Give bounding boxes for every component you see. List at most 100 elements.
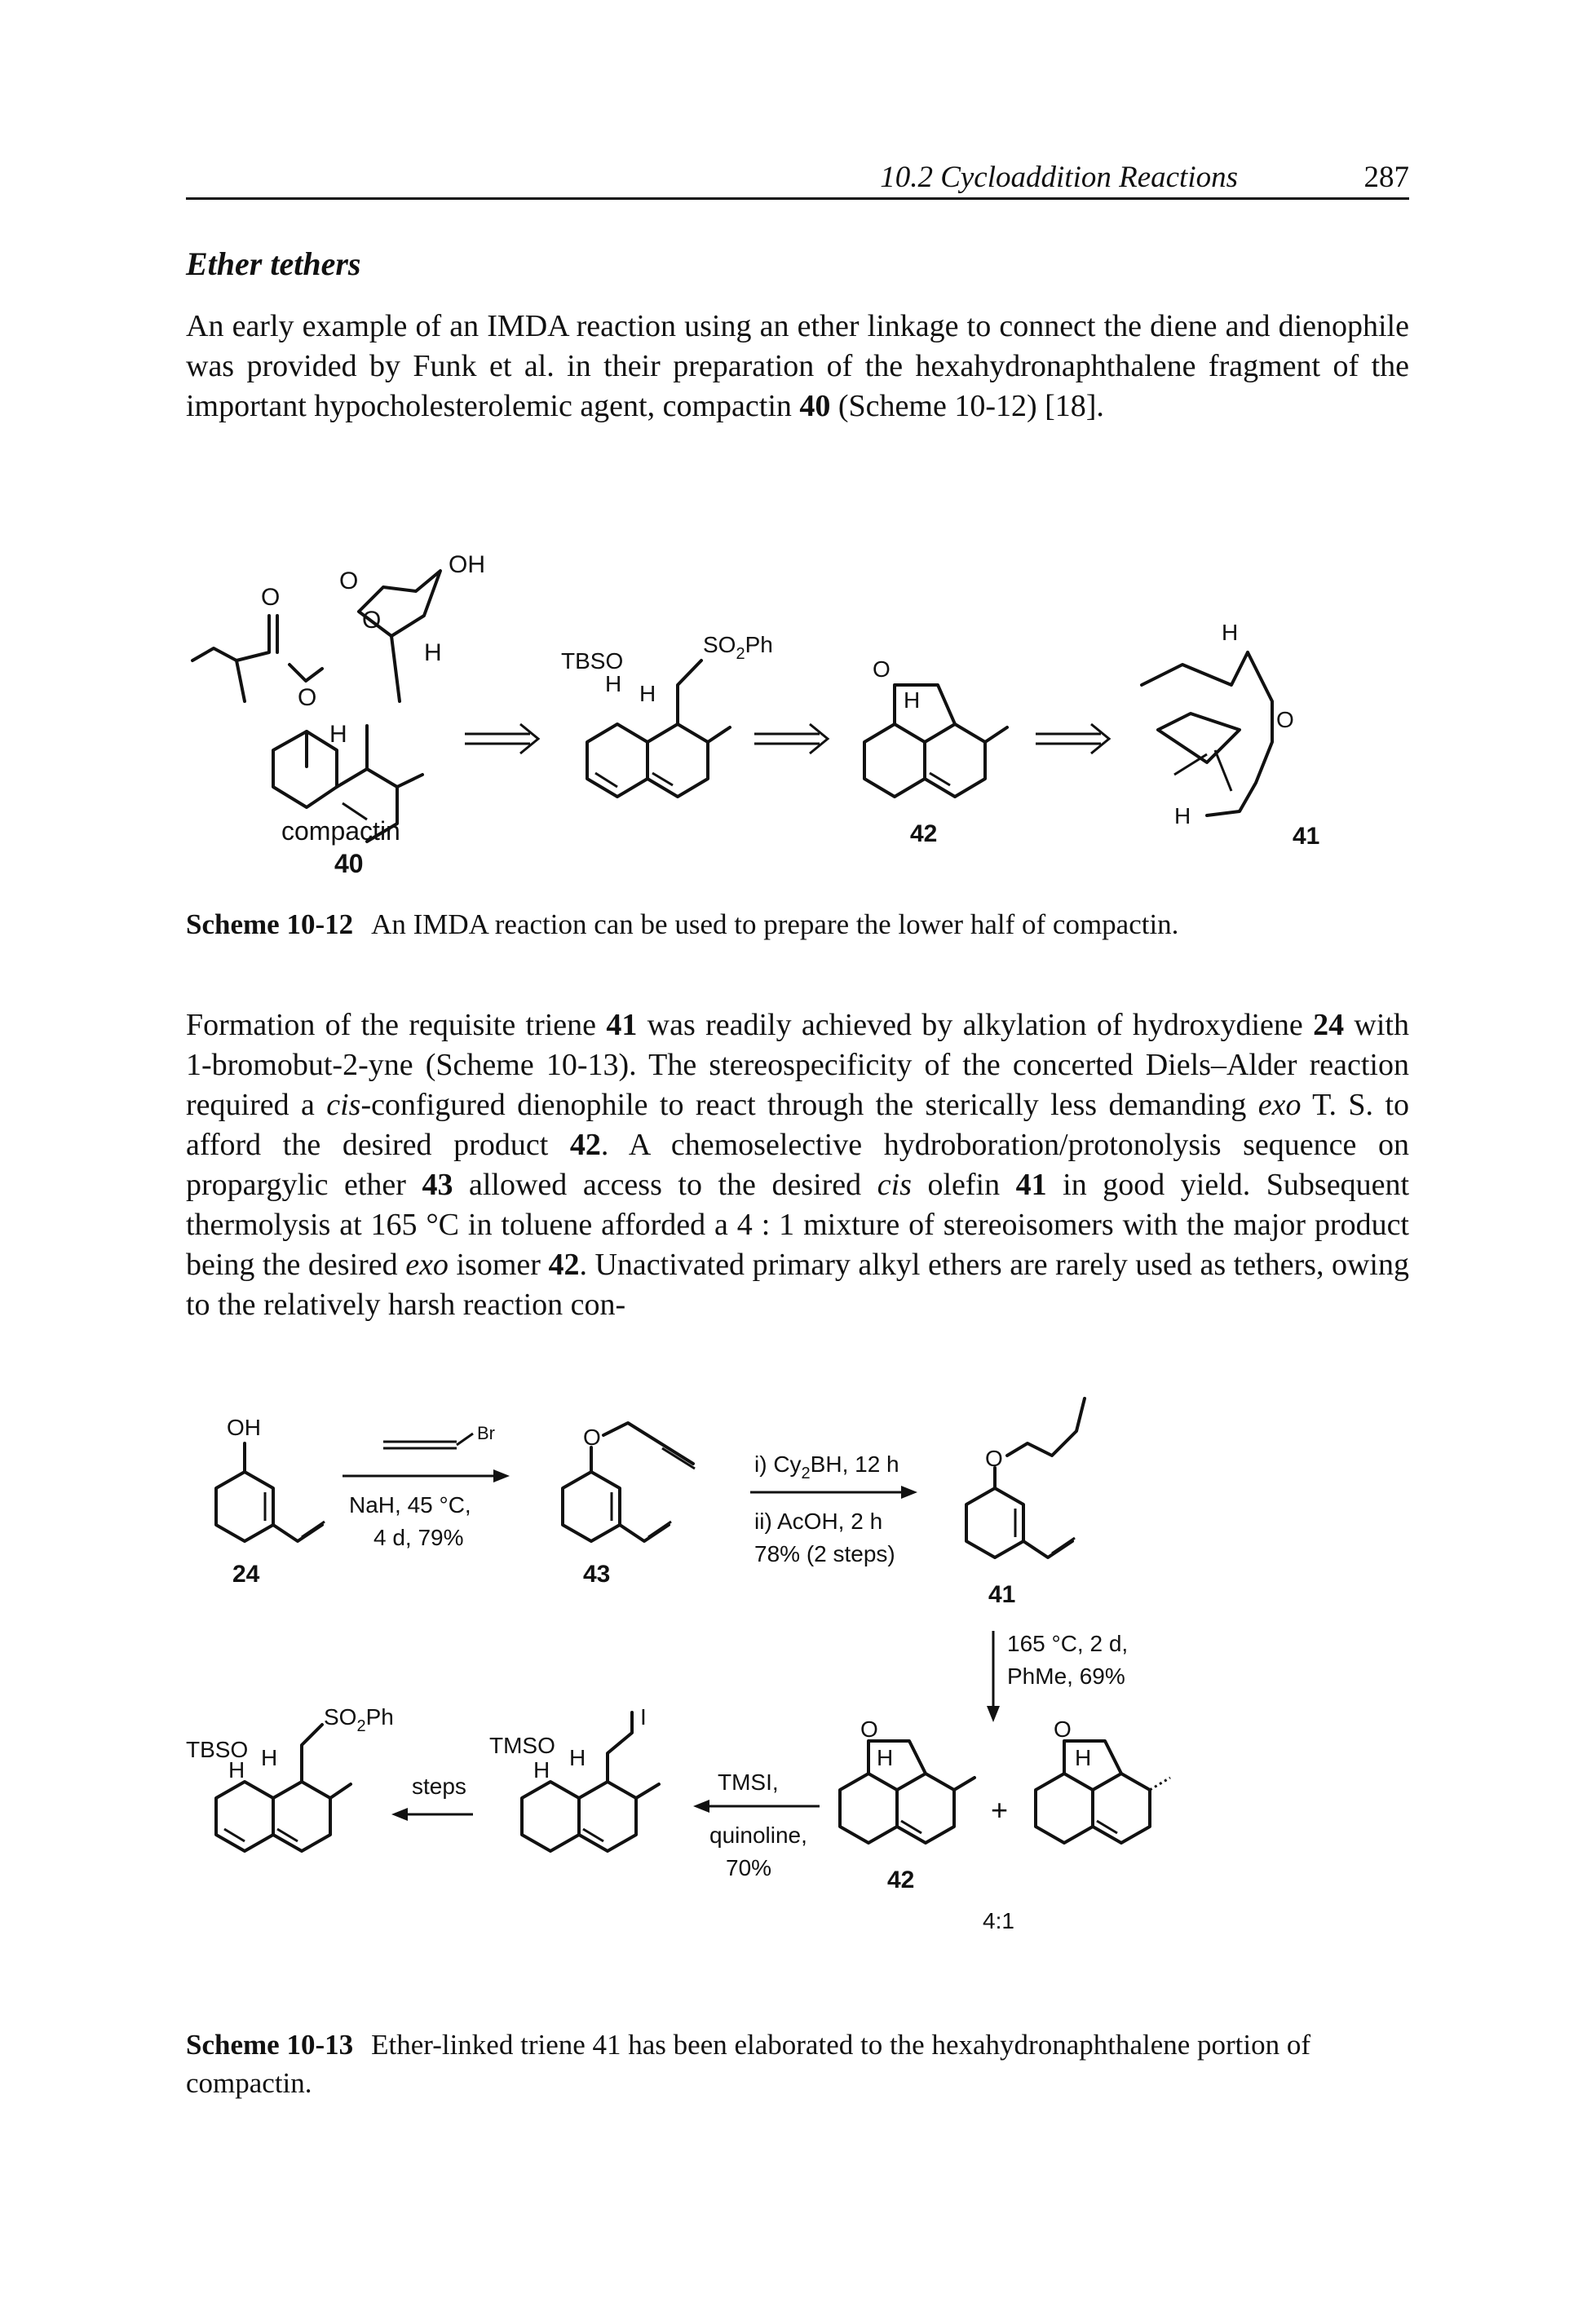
scheme-10-12-label: Scheme 10-12 [186, 908, 354, 940]
compound-41-structure-b: O 41 [965, 1397, 1086, 1608]
compound-ref-43: 43 [422, 1168, 453, 1202]
c41-H-bottom: H [1174, 803, 1191, 828]
compactin-H2: H [424, 639, 442, 666]
paragraph-1-text: An early example of an IMDA reaction usi… [186, 309, 1409, 423]
reaction-arrow-steps: steps [391, 1774, 473, 1821]
tbso1-H1: H [605, 671, 621, 696]
cond1-line1: NaH, 45 °C, [349, 1492, 471, 1518]
product-42-structure: O H 42 + [838, 1716, 1008, 1893]
cond2-line2: ii) AcOH, 2 h [754, 1509, 882, 1534]
cond5-steps: steps [412, 1774, 466, 1799]
p42-O: O [860, 1716, 878, 1742]
iodo-I: I [640, 1704, 647, 1730]
plus-sign: + [991, 1793, 1008, 1827]
p2-text-4: -configured dienophile to react through … [360, 1088, 1258, 1122]
compound-ref-42: 42 [569, 1128, 601, 1162]
p2-text-8: olefin [911, 1168, 1016, 1202]
paragraph-2: Formation of the requisite triene 41 was… [186, 1005, 1409, 1325]
p2-text-7: allowed access to the desired [453, 1168, 877, 1202]
compound-42-structure: O H 42 [863, 656, 1009, 847]
cond1-line2: 4 d, 79% [373, 1525, 464, 1550]
compound-24-label: 24 [232, 1561, 260, 1588]
retro-arrow-2 [754, 722, 830, 755]
section-heading: Ether tethers [186, 245, 361, 282]
reaction-arrow-down: 165 °C, 2 d, PhMe, 69% [987, 1631, 1128, 1722]
cond4-line1: TMSI, [718, 1770, 779, 1795]
compound-43-structure: O 43 [561, 1421, 696, 1588]
tmso-H1: H [533, 1757, 550, 1783]
so2ph-label-2: SO2Ph [324, 1704, 394, 1735]
cond3-line1: 165 °C, 2 d, [1007, 1631, 1128, 1656]
header-rule [186, 197, 1409, 200]
cond3-line2: PhMe, 69% [1007, 1663, 1125, 1689]
p2-text-10: isomer [448, 1248, 549, 1282]
p2-cis-2: cis [877, 1168, 912, 1202]
p2-text-6: . A chemoselective hydroboration/protono… [186, 1128, 1409, 1202]
product-42-label: 42 [887, 1867, 914, 1893]
compound-43-label: 43 [583, 1561, 610, 1588]
c41-O: O [1276, 707, 1294, 732]
p2-text-9: in good yield. Subsequent thermolysis at… [186, 1168, 1410, 1282]
tbso-intermediate-structure: TBSO H H SO2Ph [561, 632, 773, 798]
tbso1-H2: H [639, 681, 656, 706]
c41-H-top: H [1222, 620, 1238, 645]
ratio-label: 4:1 [983, 1908, 1014, 1933]
scheme-10-12-figure: O O OH O O H H compactin 40 TBSO H H SO2… [191, 551, 1319, 878]
tmso-H2: H [569, 1745, 586, 1770]
compactin-H1: H [329, 721, 347, 748]
p2-text-11: . Unactivated primary alkyl ethers are r… [186, 1248, 1409, 1322]
tbso-final-structure: TBSO H H SO2Ph [186, 1704, 394, 1853]
c24-OH: OH [227, 1415, 261, 1440]
reaction-arrow-2: i) Cy2BH, 12 h ii) AcOH, 2 h 78% (2 step… [750, 1451, 917, 1566]
compound-41-label: 41 [1293, 823, 1319, 850]
compactin-label: compactin [281, 816, 400, 846]
tbso-label-2: TBSO [186, 1737, 248, 1762]
so2ph-label-1: SO2Ph [703, 632, 773, 663]
tbso2-H1: H [228, 1757, 245, 1783]
iso-H: H [1075, 1745, 1091, 1770]
scheme-10-13-caption-text: Ether-linked triene 41 has been elaborat… [186, 2029, 1311, 2099]
compound-42-label: 42 [910, 820, 937, 847]
tmso-iodide-structure: TMSO H H I [489, 1704, 661, 1853]
running-header: 10.2 Cycloaddition Reactions 287 [186, 160, 1409, 201]
cond4-line2: quinoline, [709, 1823, 807, 1848]
iso-O: O [1054, 1716, 1072, 1742]
compound-ref-41: 41 [606, 1008, 638, 1042]
reaction-arrow-tmsi: TMSI, quinoline, 70% [693, 1770, 820, 1880]
compactin-number: 40 [334, 849, 364, 878]
page-number: 287 [1363, 161, 1410, 194]
cond2-line3: 78% (2 steps) [754, 1541, 895, 1566]
tbso2-H2: H [261, 1745, 277, 1770]
paragraph-1-end: (Scheme 10-12) [18]. [830, 389, 1104, 423]
cond4-line3: 70% [726, 1855, 771, 1880]
scheme-10-12-caption-text: An IMDA reaction can be used to prepare … [371, 908, 1179, 940]
p42-H: H [877, 1745, 893, 1770]
compound-ref-40: 40 [799, 389, 831, 423]
c42-O: O [873, 656, 891, 682]
p2-text-2: was readily achieved by alkylation of hy… [637, 1008, 1314, 1042]
compound-41-label-b: 41 [988, 1581, 1015, 1608]
retro-arrow-3 [1036, 722, 1111, 755]
c43-O: O [583, 1425, 601, 1450]
p2-cis-1: cis [326, 1088, 361, 1122]
compactin-O1: O [261, 584, 280, 611]
compound-ref-41-b: 41 [1015, 1168, 1047, 1202]
running-header-section: 10.2 Cycloaddition Reactions [880, 161, 1238, 194]
tmso-label: TMSO [489, 1733, 555, 1758]
compactin-O3: O [362, 607, 381, 634]
compound-ref-24: 24 [1313, 1008, 1345, 1042]
compound-41-structure: H O H 41 [1140, 620, 1319, 850]
isomer-structure: O H 4:1 [983, 1716, 1171, 1933]
p2-exo-1: exo [1257, 1088, 1302, 1122]
compactin-O4: O [298, 684, 316, 711]
compound-ref-42-b: 42 [548, 1248, 580, 1282]
tbso-label-1: TBSO [561, 648, 623, 674]
compactin-O2: O [339, 568, 358, 594]
p2-text-5: T. S. to afford the desired product [186, 1088, 1410, 1162]
compactin-structure: O O OH O O H H compactin 40 [191, 551, 485, 878]
c42-H: H [904, 687, 920, 713]
p2-text-1: Formation of the requisite triene [186, 1008, 607, 1042]
compound-24-structure: OH 24 [214, 1415, 325, 1588]
